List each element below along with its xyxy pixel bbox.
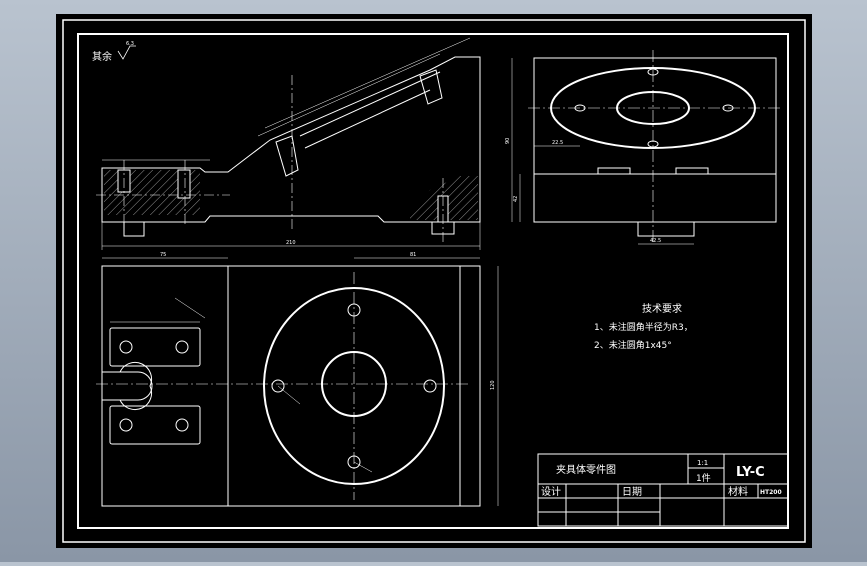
part-name: 夹具体零件图 <box>556 463 616 476</box>
front-section-view <box>96 37 481 250</box>
dim-plan-height: 120 <box>490 380 496 390</box>
dim-section-overall: 210 <box>286 240 296 246</box>
roughness-note: 其余 6.3 <box>92 41 136 63</box>
tech-item-2: 2、未注圆角1x45° <box>594 339 672 351</box>
tech-title: 技术要求 <box>642 302 682 315</box>
dim-side-low: 42 <box>513 196 519 202</box>
dim-plan-a: 75 <box>160 252 166 258</box>
drawing-number: LY-C <box>736 465 765 480</box>
dim-side-height: 90 <box>505 138 511 144</box>
side-view <box>511 50 782 245</box>
quantity-value: 1件 <box>696 472 711 484</box>
tech-item-1: 1、未注圆角半径为R3， <box>594 321 693 333</box>
drawing-sheet <box>56 14 812 548</box>
date-label: 日期 <box>622 486 642 498</box>
outer-border <box>62 19 806 543</box>
scale-value: 1:1 <box>697 459 708 467</box>
roughness-value: 6.3 <box>126 41 134 47</box>
material-value: HT200 <box>760 489 782 496</box>
title-block <box>537 453 789 527</box>
roughness-label: 其余 <box>92 50 112 63</box>
plan-view <box>96 257 499 507</box>
material-label: 材料 <box>728 485 748 498</box>
dim-plan-b: 81 <box>410 252 416 258</box>
dim-side-offset: 22.5 <box>552 140 563 146</box>
technical-requirements: 技术要求 1、未注圆角半径为R3， 2、未注圆角1x45° <box>594 302 693 351</box>
inner-border <box>77 33 789 529</box>
designer-label: 设计 <box>541 485 561 498</box>
dim-side-width: 42.5 <box>650 238 661 244</box>
roughness-symbol <box>117 45 136 60</box>
